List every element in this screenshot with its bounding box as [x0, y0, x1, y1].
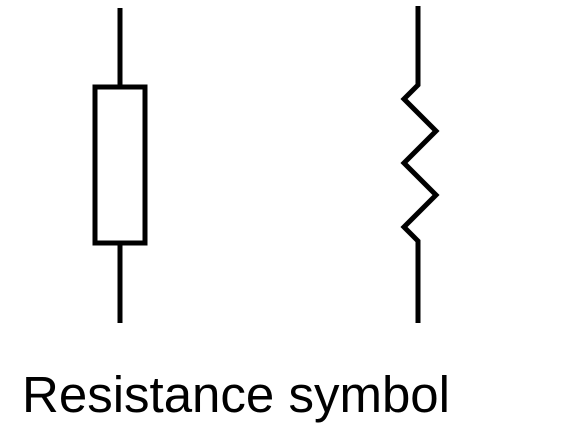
symbols-canvas	[92, 6, 440, 323]
zigzag-resistor-path	[400, 6, 440, 323]
diagram-caption: Resistance symbol	[22, 366, 450, 423]
resistor-zigzag-icon	[400, 6, 440, 323]
rectangle-resistor-body	[92, 84, 148, 246]
resistor-rectangle-icon	[92, 8, 148, 323]
